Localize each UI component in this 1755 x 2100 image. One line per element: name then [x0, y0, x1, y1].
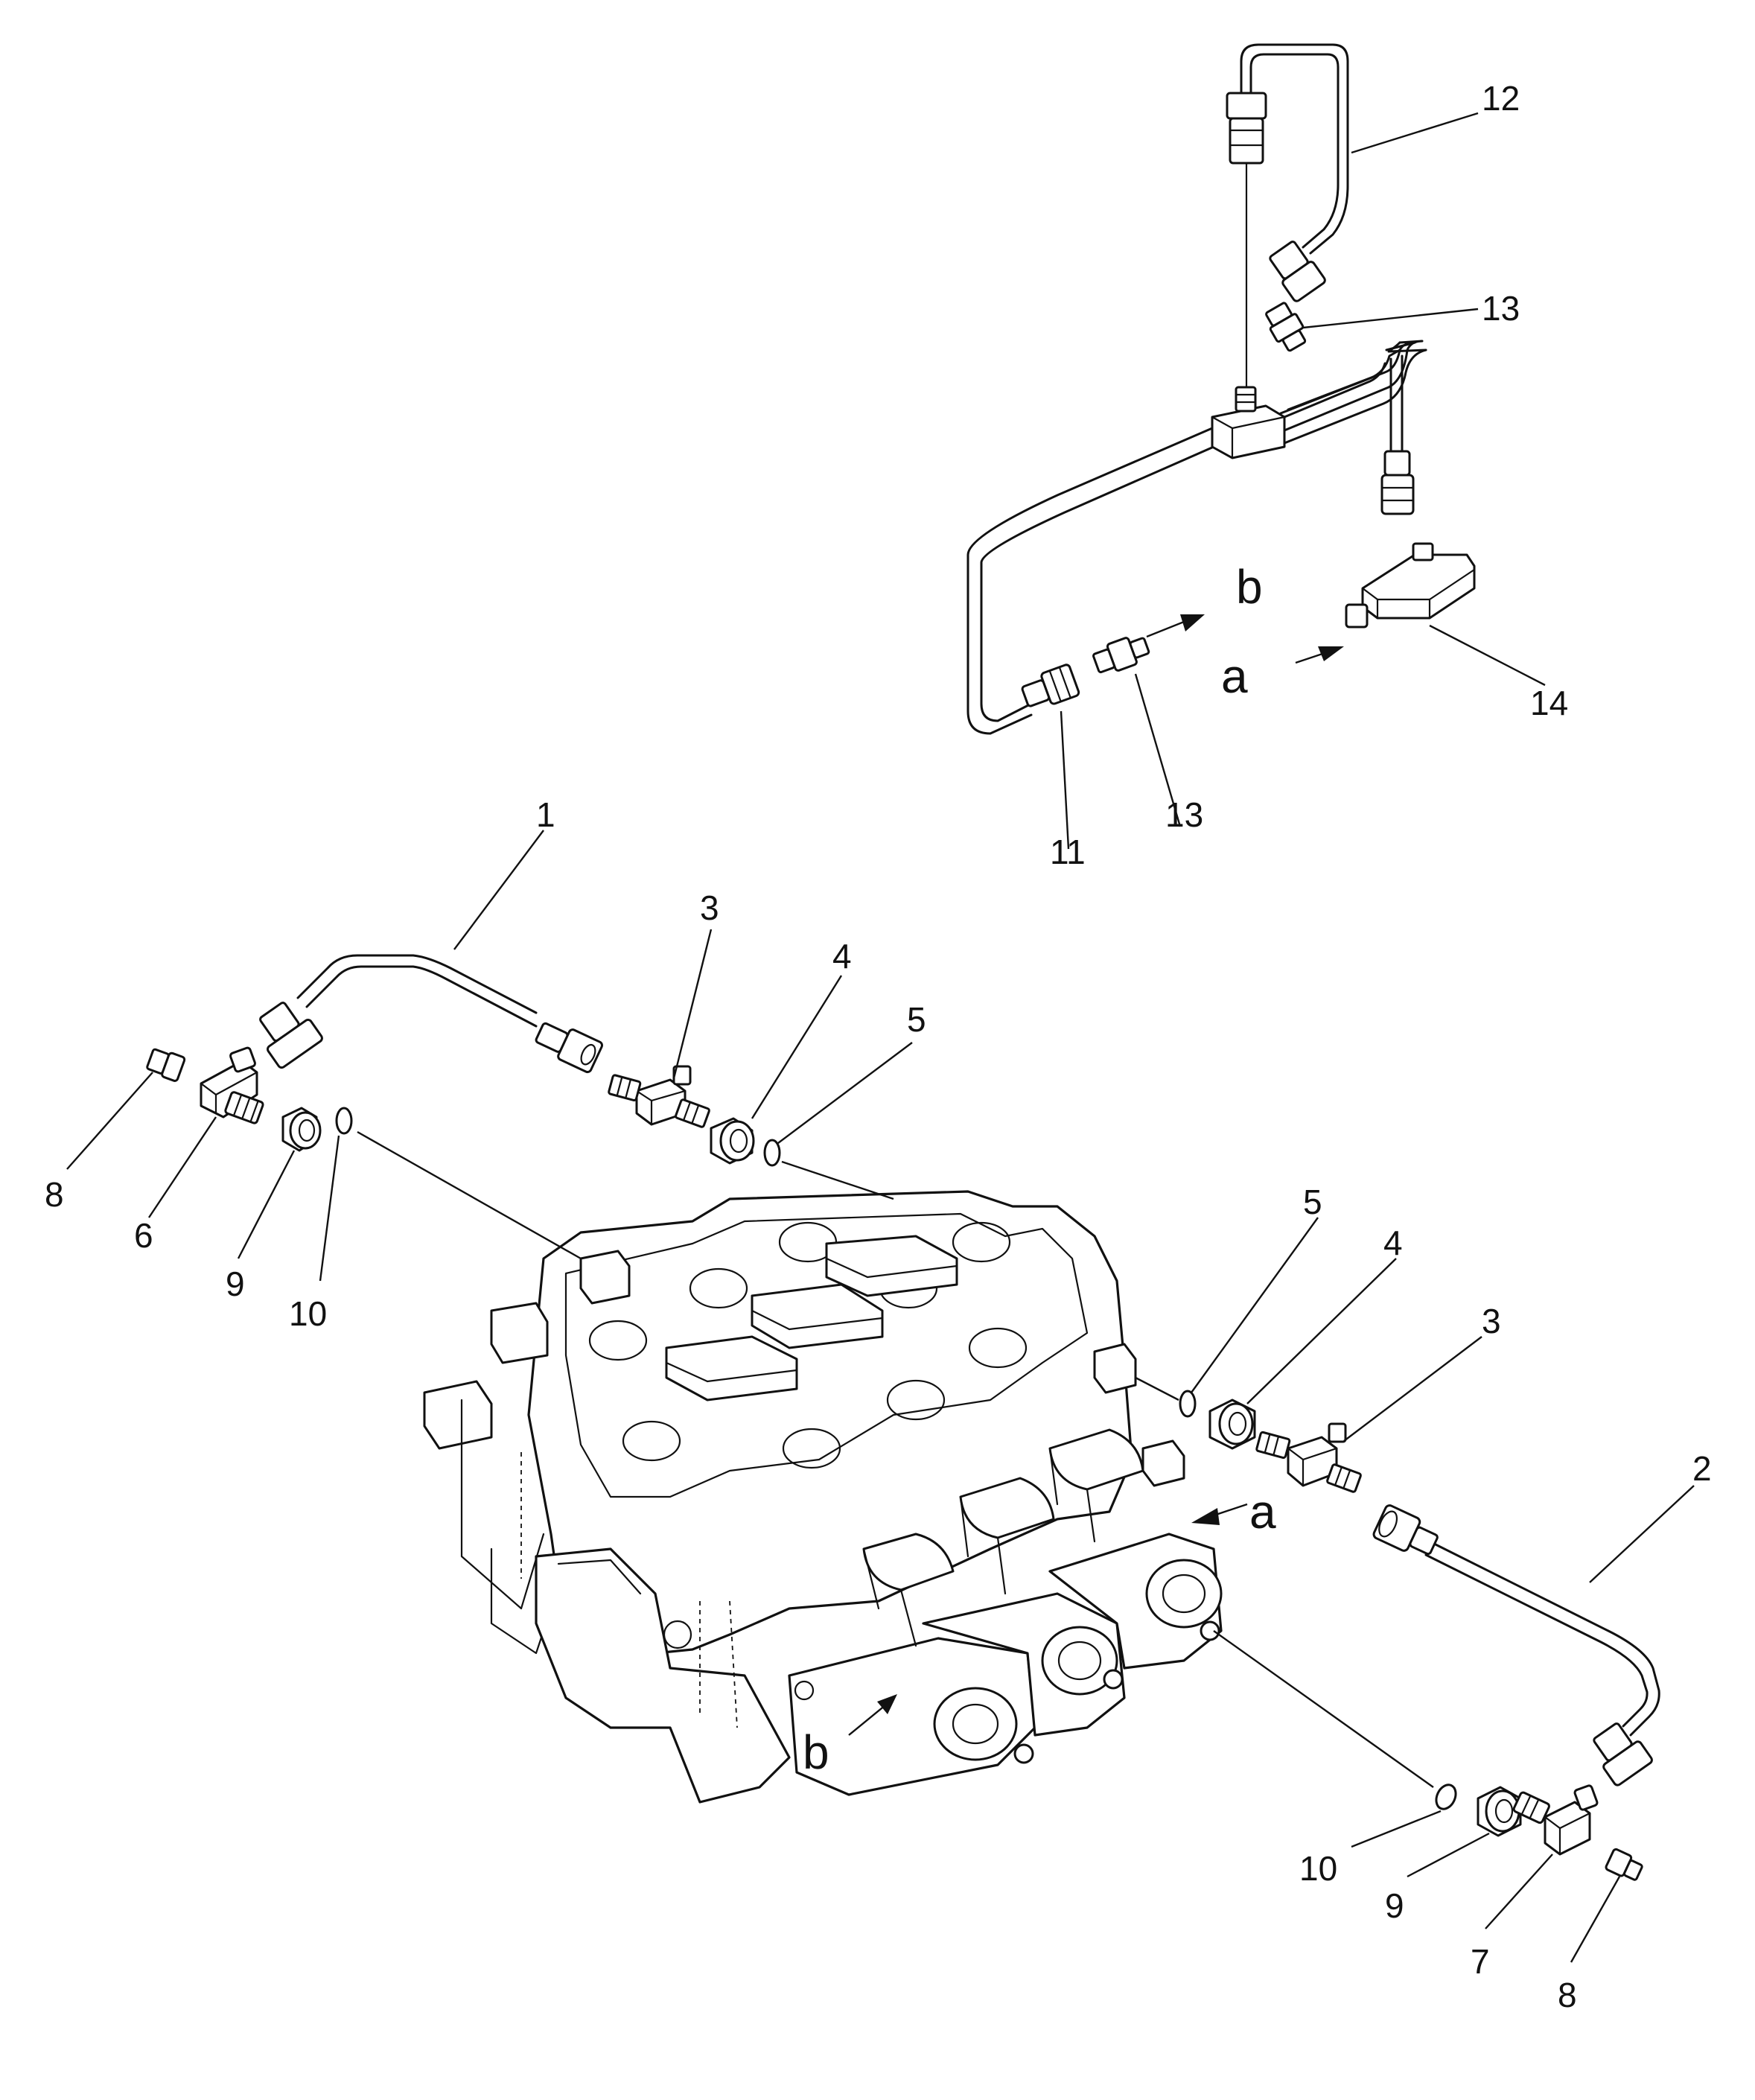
- o-ring-10-right: [1435, 1784, 1457, 1810]
- tee-3-left: [608, 1065, 710, 1128]
- leader-lines: [66, 112, 1695, 1963]
- pipe-2: [1372, 1504, 1660, 1786]
- elbow-6: [200, 1046, 264, 1124]
- ref-a-top: a: [1221, 649, 1248, 703]
- o-ring-5-left: [763, 1139, 781, 1167]
- callout-1: 1: [536, 795, 555, 834]
- callout-13-lower: 13: [1165, 795, 1203, 834]
- upper-pipe-assembly: [966, 43, 1476, 735]
- pipe-12: [1226, 43, 1349, 302]
- pipe-11: [966, 340, 1427, 735]
- callout-11: 11: [1050, 833, 1086, 871]
- ref-b-body: b: [803, 1725, 829, 1779]
- elbow-7: [1512, 1784, 1599, 1856]
- callout-8-left: 8: [45, 1175, 64, 1214]
- callout-3-left: 3: [700, 888, 719, 927]
- callout-9-right: 9: [1385, 1886, 1404, 1925]
- control-valve-body: [423, 1190, 1223, 1804]
- connector-13-lower: [1092, 637, 1150, 674]
- callout-2: 2: [1692, 1449, 1712, 1488]
- callout-10-left: 10: [289, 1294, 327, 1333]
- callout-5-right: 5: [1303, 1183, 1322, 1221]
- tee-14: [1345, 542, 1476, 629]
- callout-10-right: 10: [1299, 1849, 1337, 1888]
- nut-9-left: [281, 1107, 322, 1152]
- nut-4-right: [1208, 1399, 1256, 1450]
- callout-4-left: 4: [832, 937, 852, 976]
- nut-4-left: [710, 1117, 755, 1165]
- plug-8-left: [146, 1048, 186, 1082]
- callout-12: 12: [1482, 79, 1520, 118]
- callout-labels: 12 13 14 11 13 1 3 4 5 8 6 9 10 5 4 3 2 …: [45, 79, 1712, 2014]
- pipe-1: [259, 954, 603, 1074]
- callout-9-left: 9: [226, 1264, 245, 1303]
- callout-6: 6: [134, 1216, 153, 1255]
- plug-8-right: [1605, 1848, 1643, 1881]
- nut-9-right: [1477, 1786, 1522, 1837]
- ref-a-body: a: [1249, 1485, 1276, 1539]
- callout-8-right: 8: [1558, 1976, 1577, 2014]
- o-ring-5-right: [1179, 1390, 1197, 1418]
- connector-13-upper: [1265, 302, 1307, 352]
- callout-7: 7: [1471, 1942, 1490, 1981]
- callout-14: 14: [1530, 684, 1568, 722]
- callout-5-left: 5: [907, 1000, 926, 1039]
- callout-13-upper: 13: [1482, 289, 1520, 328]
- reference-letters: b a a b: [803, 560, 1276, 1779]
- tee-3-right: [1255, 1422, 1362, 1493]
- callout-4-right: 4: [1383, 1224, 1403, 1262]
- ref-b-top: b: [1236, 560, 1263, 614]
- callout-3-right: 3: [1482, 1302, 1501, 1340]
- o-ring-10-left: [335, 1107, 353, 1135]
